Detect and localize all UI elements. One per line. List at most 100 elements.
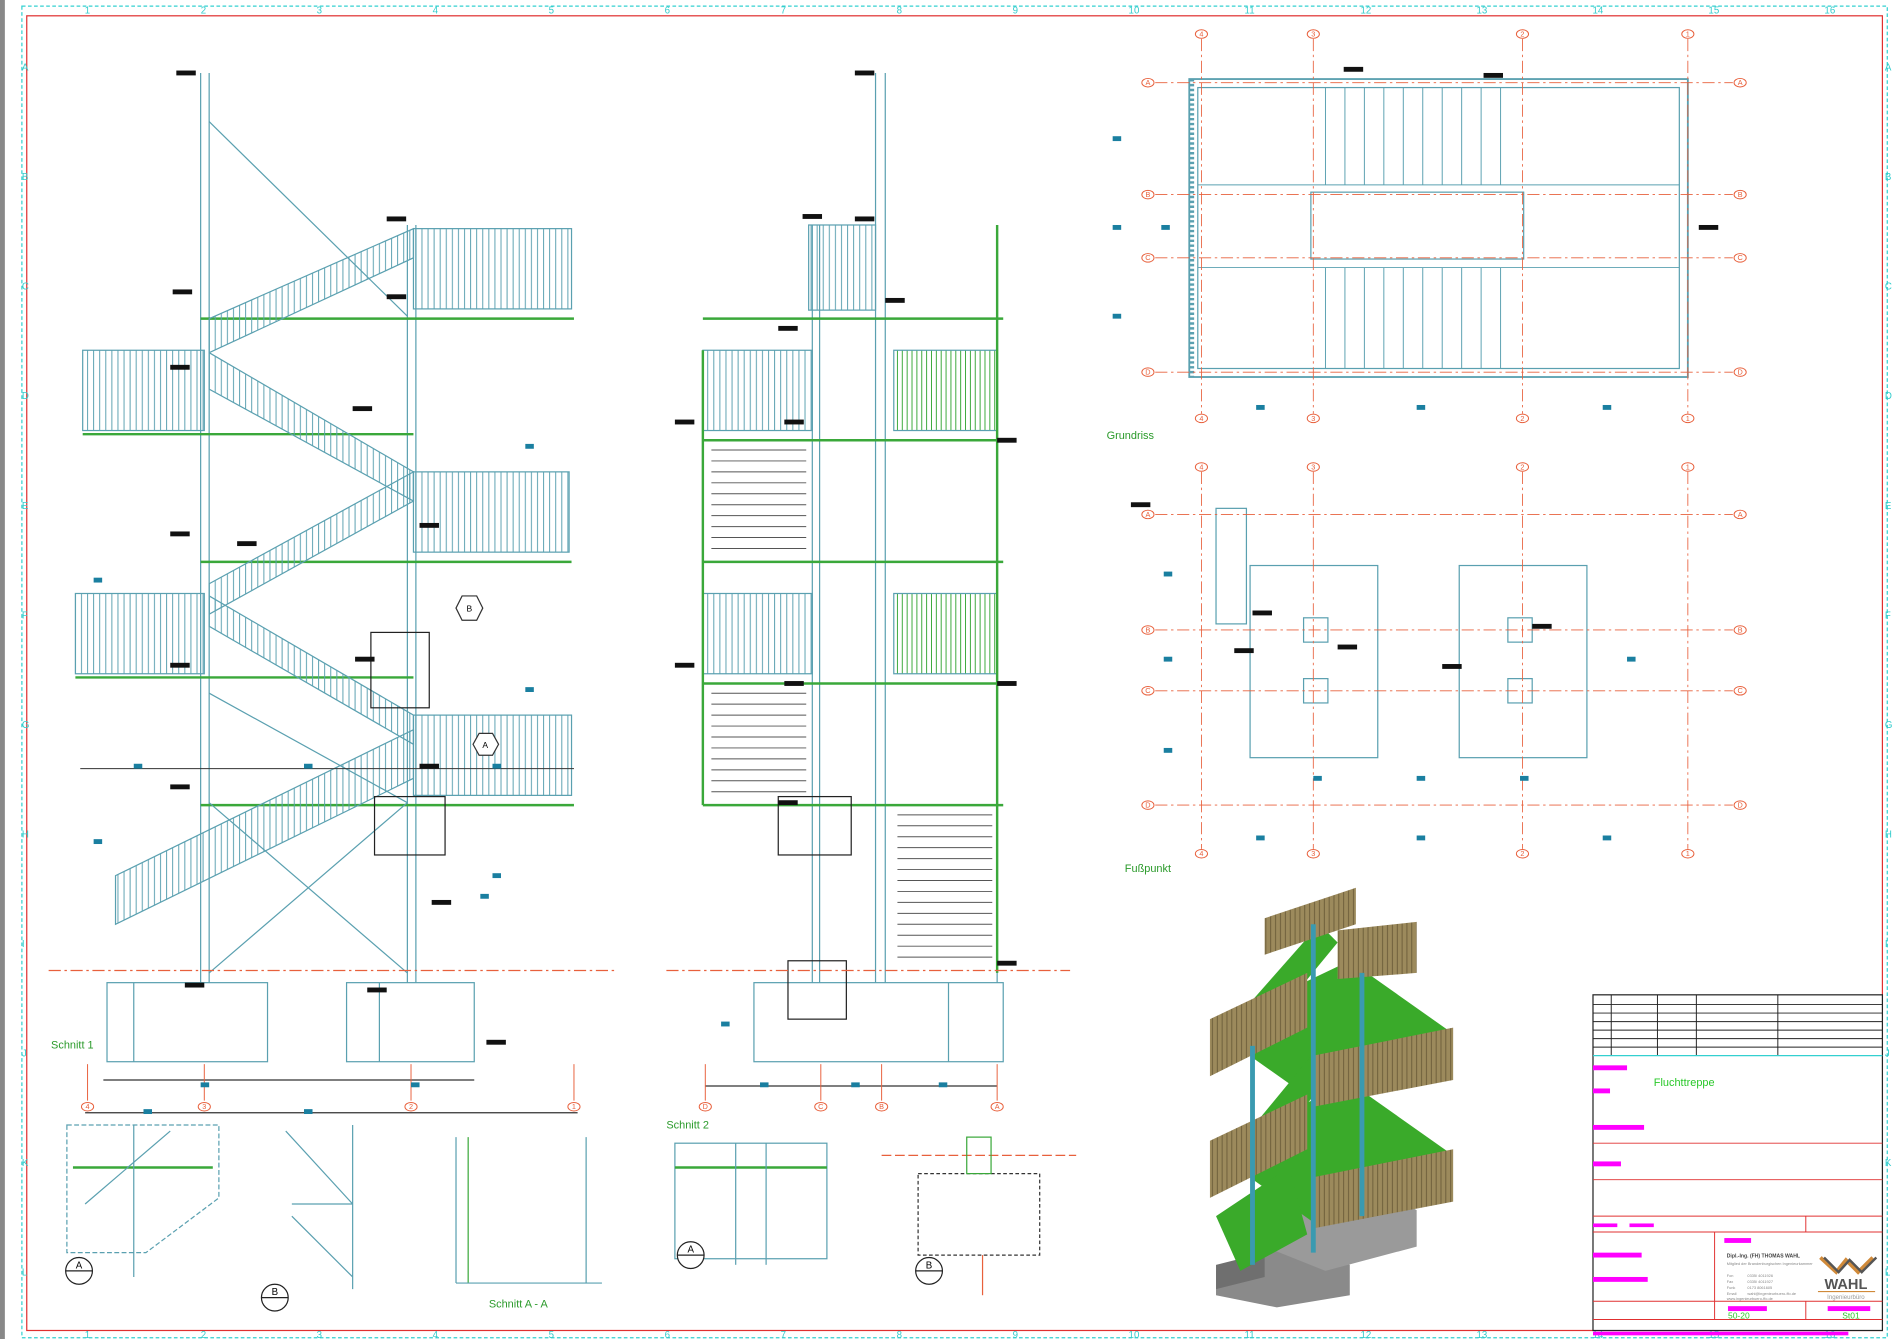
annotation-tag [778, 800, 798, 806]
annotation-tag [802, 214, 823, 219]
svg-text:B: B [272, 1287, 278, 1298]
annotation-tag [367, 987, 387, 993]
annotation-tag [1483, 72, 1504, 78]
annotation-tag [352, 406, 373, 412]
axis-label: 4 [1199, 29, 1203, 38]
grid-row-label: G [22, 720, 30, 731]
dimension-marker [721, 1021, 730, 1027]
axis-bubble [1141, 625, 1155, 635]
axis-label: A [1738, 78, 1743, 87]
svg-text:0335/ 4011926: 0335/ 4011926 [1747, 1273, 1773, 1278]
axis-label: 3 [1311, 849, 1315, 858]
project-number: 50-20 [1728, 1310, 1750, 1320]
axis-bubble [1141, 367, 1155, 377]
grid-row-label: J [22, 1049, 27, 1060]
axis-bubble [1681, 413, 1695, 424]
svg-text:A: A [482, 740, 488, 750]
annotation-tag [854, 70, 875, 76]
axis-label: B [1738, 190, 1743, 199]
axis-bubble [1733, 189, 1747, 200]
grid-column-label: 6 [665, 1330, 670, 1339]
axis-bubble [1141, 253, 1155, 263]
axis-label: C [1145, 253, 1150, 262]
grid-row-label: K [1885, 1158, 1892, 1169]
dimension-marker [525, 443, 534, 449]
axis-label: 3 [202, 1102, 206, 1111]
axis-label: B [1145, 625, 1150, 634]
axis-label: 4 [1199, 414, 1203, 423]
axis-label: 2 [1520, 29, 1524, 38]
grid-row-label: J [1885, 1049, 1890, 1060]
viewport-edge [0, 0, 5, 1339]
section-2-elevation [701, 72, 1004, 1063]
axis-bubble [1141, 686, 1155, 696]
svg-text:WAHL: WAHL [1824, 1277, 1867, 1293]
dimension-marker [492, 873, 502, 879]
project-title: Fluchttreppe [1654, 1077, 1715, 1089]
grid-row-label: E [1885, 501, 1892, 512]
annotation-tag [170, 531, 190, 537]
grid-row-label: E [22, 501, 29, 512]
wahl-logo: WAHL Ingenieurbüro [1817, 1256, 1878, 1301]
dimension-marker [1602, 835, 1612, 841]
svg-text:wahl@ingenieurbuero-ffo.de: wahl@ingenieurbuero-ffo.de [1747, 1291, 1796, 1296]
dimension-marker [525, 687, 534, 692]
annotation-tag [1130, 502, 1151, 508]
grid-column-label: 5 [549, 5, 554, 16]
annotation-tag [431, 899, 452, 905]
engineer-name: Dipl.-Ing. (FH) THOMAS WAHL [1727, 1254, 1800, 1260]
dimension-marker [1602, 404, 1612, 410]
axis-bubble [990, 1101, 1004, 1112]
dimension-marker [1112, 224, 1122, 230]
annotation-tag [1337, 644, 1358, 650]
grid-row-label: C [22, 282, 29, 293]
axis-bubble [1141, 800, 1155, 810]
axis-label: A [995, 1102, 1000, 1111]
svg-text:A: A [76, 1260, 83, 1271]
detail-b-marker: B [455, 595, 484, 621]
axis-label: B [1738, 625, 1743, 634]
dimension-markers [93, 136, 1636, 1115]
annotation-tag [674, 419, 695, 425]
axis-bubble [1733, 367, 1747, 377]
svg-text:0335/ 4011927: 0335/ 4011927 [1747, 1279, 1773, 1284]
grid-column-label: 15 [1708, 5, 1719, 16]
annotation-tag [1532, 623, 1552, 629]
dimension-marker [1416, 835, 1426, 841]
axis-bubble [1306, 462, 1320, 472]
grid-row-label: B [22, 172, 28, 183]
dimension-marker [143, 1109, 153, 1115]
svg-text:Ingenieurbüro: Ingenieurbüro [1827, 1294, 1865, 1301]
dimension-marker [304, 763, 313, 769]
grid-column-label: 4 [433, 1330, 439, 1339]
grid-column-label: 7 [781, 5, 786, 16]
grid-row-label: L [22, 1268, 28, 1279]
grid-column-label: 7 [781, 1330, 786, 1339]
dimension-marker [1313, 775, 1322, 781]
axis-bubble [1194, 462, 1208, 472]
grid-row-label: H [1885, 829, 1892, 840]
annotation-tag [854, 216, 875, 222]
annotation-tag [170, 784, 190, 790]
annotation-tag [386, 216, 407, 222]
axis-bubble [1681, 849, 1695, 859]
axis-label: C [1145, 686, 1150, 695]
axis-bubble [1141, 77, 1155, 88]
section-aa-title: Schnitt A - A [489, 1298, 549, 1310]
drawing-number: St01 [1842, 1310, 1860, 1320]
axis-label: D [703, 1102, 708, 1111]
annotation-tag [170, 364, 190, 370]
grid-row-label: F [1885, 610, 1891, 621]
axis-bubble [1306, 849, 1320, 859]
axis-bubble [1733, 509, 1747, 520]
dimension-marker [760, 1082, 769, 1088]
annotation-tag [1442, 664, 1462, 669]
axis-label: A [1145, 510, 1150, 519]
axis-label: C [818, 1102, 823, 1111]
axis-bubble [698, 1101, 712, 1112]
axis-bubble [1515, 29, 1530, 39]
grid-row-label: C [1885, 282, 1892, 293]
grid-column-label: 3 [317, 5, 322, 16]
grid-column-label: 8 [897, 1330, 902, 1339]
